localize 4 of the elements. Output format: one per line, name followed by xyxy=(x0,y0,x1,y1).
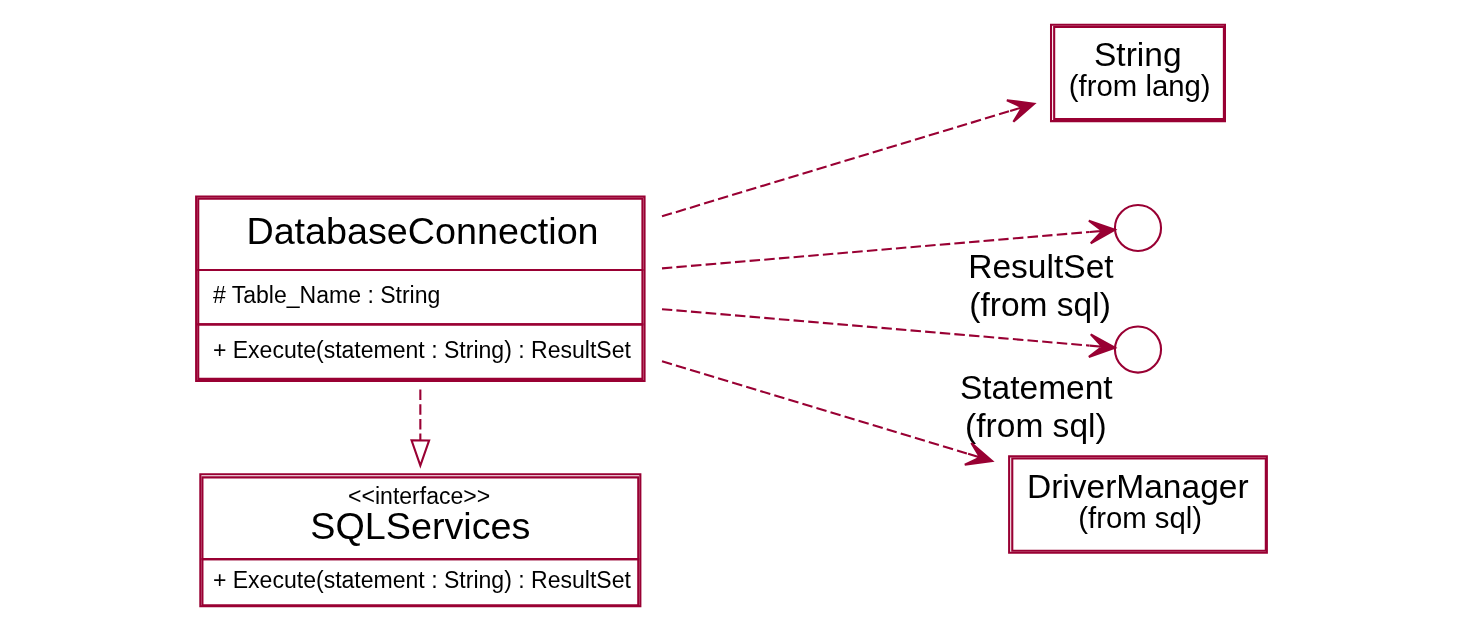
node-label: ResultSet xyxy=(967,247,1114,285)
node-label: (from sql) xyxy=(968,285,1111,323)
node-label: (from sql) xyxy=(964,407,1107,445)
node-label: Statement xyxy=(959,369,1113,407)
